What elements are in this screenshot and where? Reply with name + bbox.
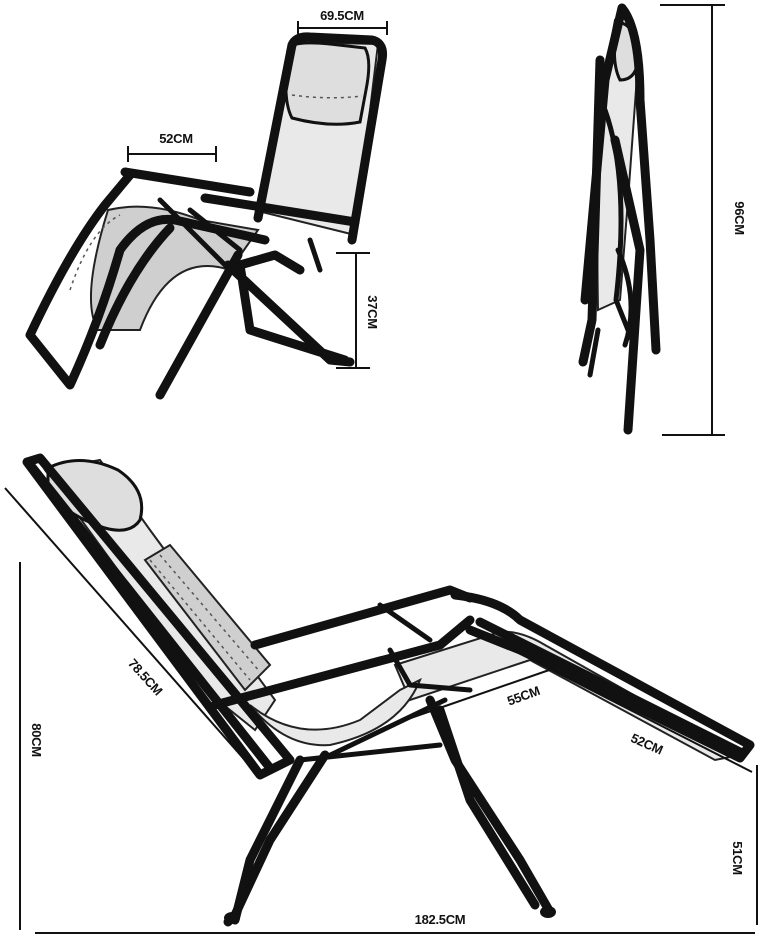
backrest-frame [253,32,387,245]
folded-height-label: 96CM [732,201,747,234]
front-legs [155,250,355,400]
seat-frame-loop [25,170,270,390]
front-foot [540,906,556,918]
overall-height-label: 80CM [29,723,44,756]
reclined-main-frame [22,453,295,780]
left-armrest [120,167,255,197]
headrest-pillow [284,41,371,126]
dimension-overall-length: 182.5CM [35,912,755,934]
dimension-headrest-width: 69.5CM [297,8,388,35]
seat-height-label: 51CM [730,841,745,874]
legrest-length-label: 52CM [628,730,665,757]
seat-depth-label: 55CM [505,683,542,709]
legrest-frame [450,590,755,763]
folded-side-view [578,3,661,435]
armrest-height-label: 37CM [365,295,380,328]
dimension-armrest-height: 37CM [336,252,380,369]
reclined-armrest [210,615,475,710]
front-perspective-view [25,32,387,400]
right-armrest [200,193,360,227]
dimension-folded-height: 96CM [660,4,747,436]
dimension-legrest-length: 52CM [547,667,753,773]
seat-curve-fabric [249,677,422,747]
reclined-side-view [22,453,755,927]
seat-width-label: 52CM [159,131,192,146]
dimension-seat-width: 52CM [127,131,217,162]
overall-length-label: 182.5CM [415,912,466,927]
dimension-seat-height: 51CM [730,765,758,925]
rear-foot [224,912,240,924]
headrest-width-label: 69.5CM [320,8,364,23]
dimension-overall-height: 80CM [19,562,44,930]
back-panel-stripes [143,543,272,692]
